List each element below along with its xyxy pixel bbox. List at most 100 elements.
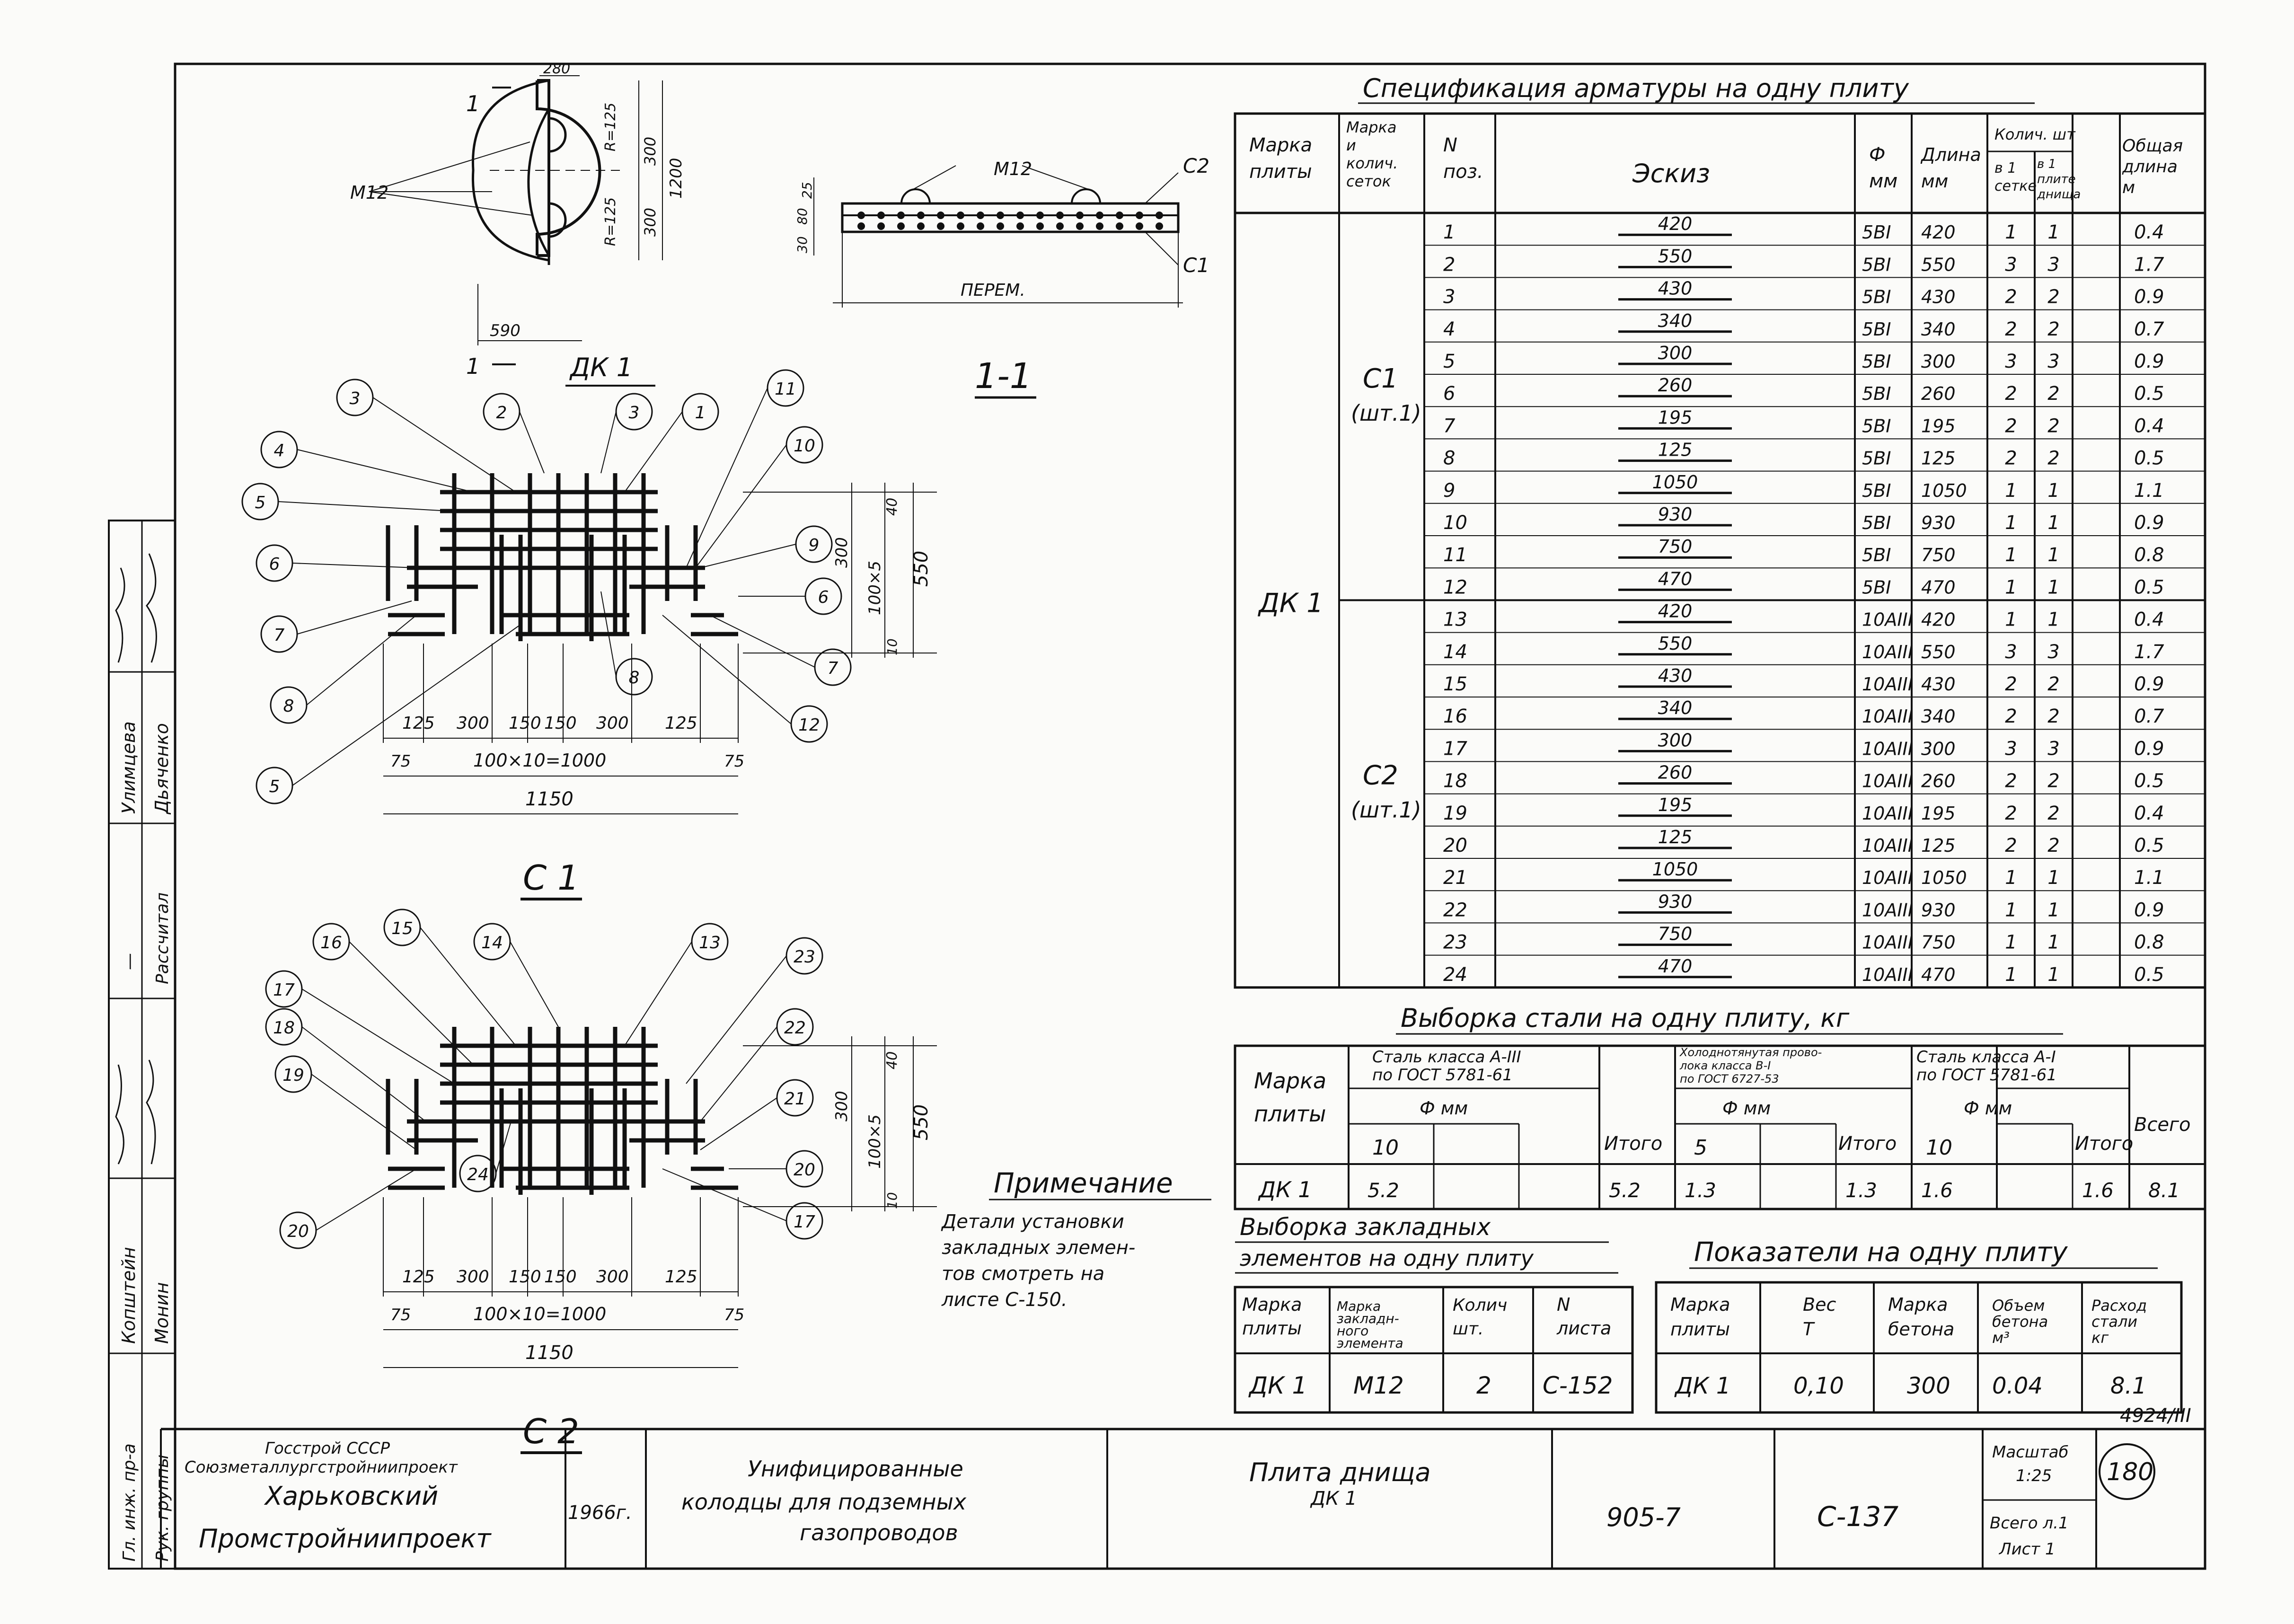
- row-pos: 19: [1443, 803, 1467, 824]
- row-pos: 3: [1443, 286, 1455, 308]
- steel-row-mark: ДК 1: [1258, 1177, 1312, 1202]
- total-sheets: Всего л.1: [1990, 1514, 2069, 1533]
- role-4: Рассчитал: [153, 892, 172, 984]
- row-sketch: 430: [1658, 665, 1693, 686]
- steel-hdr-b1: лока класса В-I: [1679, 1059, 1771, 1072]
- section-m12-label: М12: [994, 159, 1032, 179]
- row-q2: 3: [2047, 254, 2059, 275]
- rebar-dot: [977, 212, 984, 219]
- row-q1: 1: [2005, 512, 2017, 534]
- row-q2: 1: [2047, 512, 2059, 534]
- r125-bottom: R=125: [602, 197, 619, 246]
- dim-bottom: 125: [402, 1267, 435, 1287]
- row-sketch: 1050: [1652, 472, 1698, 493]
- hdr-qty-mesh: сетке: [1994, 178, 2037, 194]
- steel-hdr-a3: по ГОСТ 5781-61: [1372, 1066, 1513, 1085]
- rebar-dot: [977, 222, 984, 230]
- hdr-mesh: Марка: [1346, 118, 1396, 136]
- embed-hdr: закладн-: [1337, 1311, 1399, 1326]
- row-len: 300: [1921, 351, 1956, 372]
- dim-right-300: 300: [832, 537, 851, 568]
- dim-bottom: 125: [665, 1267, 697, 1287]
- row-total: 0.9: [2134, 512, 2164, 534]
- row-q2: 2: [2047, 835, 2059, 856]
- row-total: 1.1: [2134, 867, 2164, 889]
- page-circle: [2099, 1443, 2155, 1500]
- row-q1: 1: [2005, 480, 2017, 502]
- indicators-hdr: Расход: [2091, 1297, 2147, 1315]
- row-pos: 18: [1443, 770, 1467, 792]
- position-number: 16: [320, 933, 342, 953]
- row-sketch: 750: [1658, 536, 1693, 557]
- rule-line: [349, 941, 474, 1065]
- position-number: 14: [481, 933, 503, 953]
- row-sketch: 470: [1658, 568, 1693, 589]
- row-len: 930: [1921, 512, 1956, 533]
- position-number: 4: [274, 441, 285, 460]
- rule-line: [316, 1168, 417, 1231]
- steel-hdr-fmm-3: Ф мм: [1964, 1098, 2012, 1119]
- position-number: 5: [255, 493, 266, 512]
- hdr-qty-mesh: в 1: [1994, 160, 2016, 177]
- dim-right-40: 40: [884, 1051, 900, 1069]
- row-len: 340: [1921, 319, 1956, 340]
- role-3: —: [120, 953, 139, 970]
- indicators-cell: ДК 1: [1674, 1373, 1730, 1399]
- sheet-index: Лист 1: [1998, 1540, 2056, 1559]
- row-q1: 3: [2005, 351, 2017, 372]
- embed-hdr: Марка: [1242, 1294, 1302, 1315]
- embed-hdr: плиты: [1242, 1318, 1302, 1339]
- embed-cell: 2: [1476, 1372, 1491, 1399]
- hdr-dia: мм: [1869, 170, 1897, 192]
- embed-border: [1234, 1286, 1634, 1414]
- row-pos: 22: [1443, 899, 1467, 921]
- row-dia: 10AIII: [1862, 932, 1913, 953]
- row-total: 0.5: [2134, 576, 2164, 598]
- position-number: 5: [269, 777, 280, 796]
- steel-hdr-a1: Сталь класса А-I: [1916, 1048, 2056, 1067]
- dim-80: 80: [794, 208, 810, 225]
- position-number: 20: [287, 1222, 309, 1241]
- indicators-title: Показатели на одну плиту: [1694, 1237, 2068, 1268]
- row-total: 0.9: [2134, 738, 2164, 759]
- row-len: 750: [1921, 932, 1956, 953]
- rule-line: [292, 624, 521, 786]
- steel-hdr-total-2: Итого: [1838, 1133, 1897, 1155]
- steel-hdr-total-3: Итого: [2075, 1133, 2133, 1155]
- dim-25: 25: [799, 182, 815, 199]
- rebar-dot: [1016, 212, 1024, 219]
- name-4: Дьяченко: [151, 723, 172, 815]
- rebar-dot: [1096, 212, 1103, 219]
- row-q2: 1: [2047, 932, 2059, 953]
- position-number: 8: [629, 668, 640, 688]
- rule-line: [292, 563, 417, 568]
- rule-line: [301, 1026, 426, 1122]
- rebar-dot: [877, 222, 885, 230]
- position-number: 10: [794, 436, 815, 456]
- hdr-total: длина: [2122, 157, 2178, 177]
- row-len: 125: [1921, 835, 1956, 856]
- rule-line: [709, 615, 815, 668]
- row-q1: 3: [2005, 254, 2017, 275]
- row-q1: 2: [2005, 673, 2017, 695]
- rule-line: [495, 1121, 512, 1174]
- row-q2: 3: [2047, 738, 2059, 759]
- hdr-pos: поз.: [1443, 161, 1483, 183]
- hdr-len: Длина: [1920, 144, 1981, 165]
- row-dia: 10AIII: [1862, 964, 1913, 985]
- row-q2: 1: [2047, 867, 2059, 889]
- hdr-pos: N: [1443, 134, 1457, 156]
- row-dia: 10AIII: [1862, 835, 1913, 856]
- indicators-cell: 8.1: [2110, 1373, 2146, 1399]
- row-len: 420: [1921, 222, 1956, 243]
- row-sketch: 260: [1658, 762, 1693, 783]
- dim-total: 100×10=1000: [473, 750, 606, 771]
- steel-d-b1: 5: [1694, 1136, 1707, 1160]
- rebar-dot: [937, 212, 944, 219]
- row-len: 430: [1921, 287, 1956, 308]
- indicators-hdr: Марка: [1888, 1294, 1948, 1315]
- indicators-cell: 0.04: [1992, 1373, 2043, 1399]
- row-sketch: 930: [1658, 504, 1693, 525]
- project-line-1: Унифицированные: [748, 1456, 963, 1482]
- steel-hdr-a1: по ГОСТ 5781-61: [1916, 1066, 2057, 1085]
